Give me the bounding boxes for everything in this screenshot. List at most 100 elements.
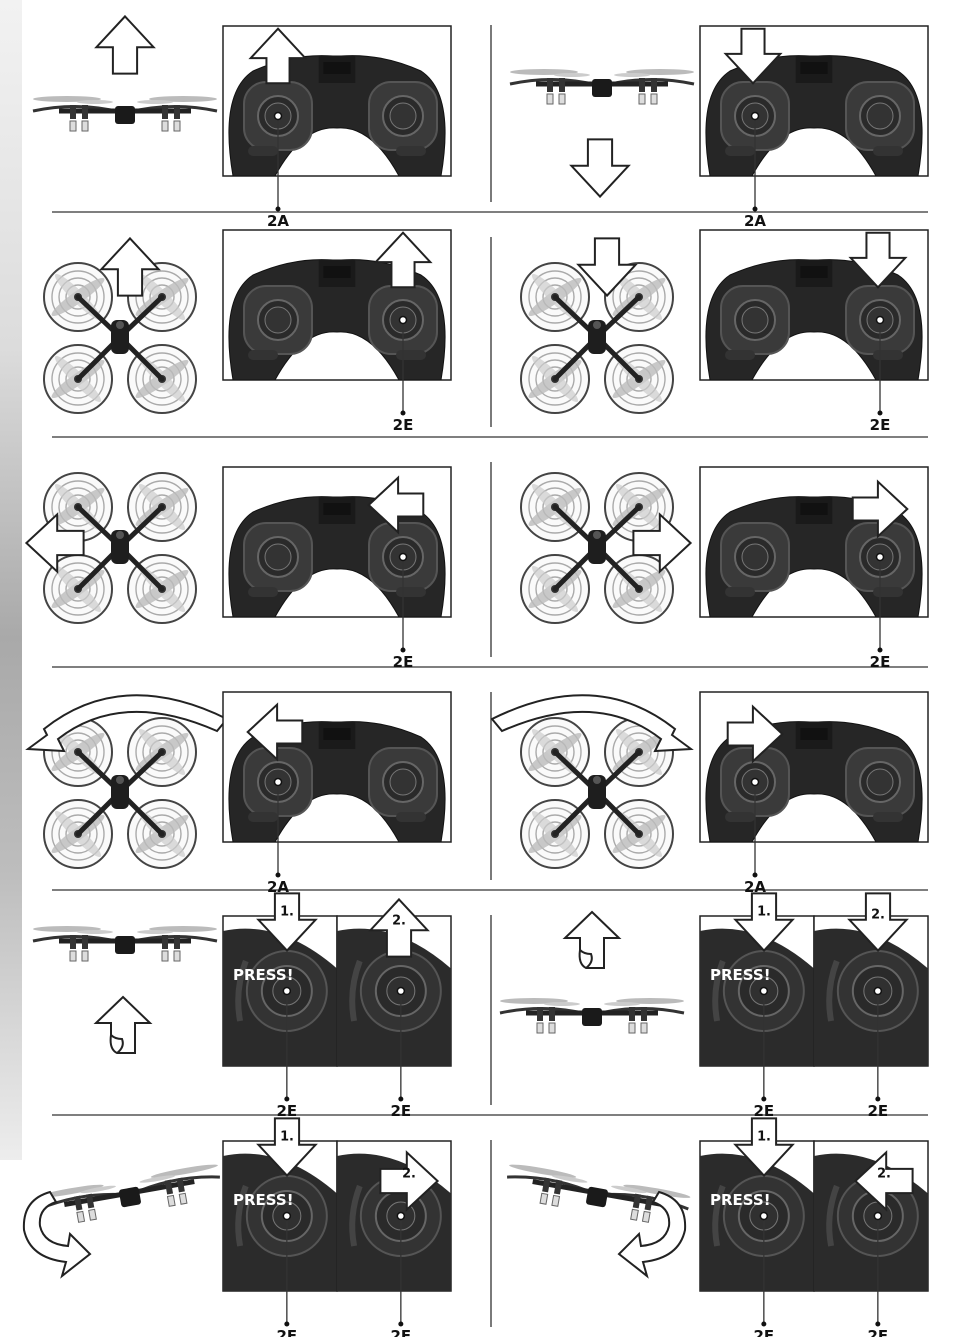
joystick <box>721 523 789 591</box>
controller-full-view: 2A <box>223 26 451 230</box>
panel-rotate-right: 2A <box>492 692 928 896</box>
panel-forward: 2E <box>44 230 451 434</box>
callout-end-dot <box>276 207 281 212</box>
controller-closeup: 2E 2. <box>337 899 451 1120</box>
controller-full-view: 2E <box>700 467 928 671</box>
callout-start-dot <box>397 1213 404 1220</box>
step-2-label: 2. <box>877 1167 891 1182</box>
drone-top-view <box>44 718 196 868</box>
shoulder-button <box>396 146 426 156</box>
press-label: PRESS! <box>233 1191 294 1209</box>
panel-backward: 2E <box>521 230 928 434</box>
rotate-left-arrow-icon <box>28 695 227 751</box>
callout-end-dot <box>398 1097 403 1102</box>
panel-flip-backward: 2E PRESS! 1. 2E 2. <box>500 893 928 1120</box>
joystick <box>244 523 312 591</box>
shoulder-button <box>725 812 755 822</box>
controller-closeup: 2E 2. <box>814 893 928 1120</box>
callout-start-dot <box>400 554 407 561</box>
callout-start-dot <box>283 1213 290 1220</box>
shoulder-button <box>873 146 903 156</box>
shoulder-button <box>873 587 903 597</box>
shoulder-button <box>873 350 903 360</box>
callout-start-dot <box>874 1213 881 1220</box>
stick-label: 2E <box>393 416 414 434</box>
shoulder-button <box>725 350 755 360</box>
callout-end-dot <box>753 207 758 212</box>
stick-label: 2A <box>267 212 289 230</box>
shoulder-button <box>248 146 278 156</box>
shoulder-button <box>248 350 278 360</box>
callout-end-dot <box>284 1322 289 1327</box>
stick-label: 2E <box>390 1102 411 1120</box>
joystick <box>369 82 437 150</box>
callout-start-dot <box>760 1213 767 1220</box>
callout-end-dot <box>875 1097 880 1102</box>
panel-rotate-left: 2A <box>28 692 451 896</box>
step-1-label: 1. <box>757 1129 771 1144</box>
step-2-label: 2. <box>871 908 885 923</box>
drone-direction-arrow-icon <box>96 16 153 73</box>
stick-label: 2E <box>753 1102 774 1120</box>
callout-end-dot <box>878 648 883 653</box>
stick-label: 2E <box>753 1327 774 1337</box>
panel-flip-forward: 2E PRESS! 1. 2E 2. <box>33 893 451 1120</box>
callout-start-dot <box>275 113 282 120</box>
shoulder-button <box>396 812 426 822</box>
press-label: PRESS! <box>233 966 294 984</box>
controller-full-view: 2A <box>223 692 451 896</box>
callout-start-dot <box>275 779 282 786</box>
callout-start-dot <box>400 317 407 324</box>
step-2-label: 2. <box>402 1167 416 1182</box>
controller-full-view: 2E <box>223 230 451 434</box>
callout-end-dot <box>284 1097 289 1102</box>
flip-arrow-icon <box>565 912 619 968</box>
callout-end-dot <box>401 411 406 416</box>
stick-label: 2E <box>870 416 891 434</box>
callout-end-dot <box>761 1097 766 1102</box>
joystick <box>846 82 914 150</box>
joystick <box>721 286 789 354</box>
controller-full-view: 2A <box>700 692 928 896</box>
controller-full-view: 2E <box>223 467 451 671</box>
press-label: PRESS! <box>710 1191 771 1209</box>
drone-direction-arrow-icon <box>571 139 628 196</box>
panel-left: 2E <box>26 467 451 671</box>
callout-start-dot <box>752 113 759 120</box>
step-2-label: 2. <box>392 914 406 929</box>
panel-flip-left: 2E PRESS! 1. 2E 2. <box>504 1118 928 1337</box>
stick-label: 2E <box>867 1327 888 1337</box>
step-1-label: 1. <box>280 904 294 919</box>
callout-end-dot <box>276 873 281 878</box>
step-1-label: 1. <box>280 1129 294 1144</box>
controller-closeup: 2E2. <box>337 1141 451 1337</box>
drone-side-view <box>510 69 694 104</box>
press-label: PRESS! <box>710 966 771 984</box>
panel-descend: 2A <box>510 26 928 230</box>
callout-start-dot <box>877 554 884 561</box>
shoulder-button <box>396 587 426 597</box>
shoulder-button <box>725 587 755 597</box>
controller-full-view: 2E <box>700 230 928 434</box>
stick-label: 2A <box>744 212 766 230</box>
controller-full-view: 2A <box>700 26 928 230</box>
callout-end-dot <box>401 648 406 653</box>
shoulder-button <box>248 587 278 597</box>
callout-end-dot <box>761 1322 766 1327</box>
callout-start-dot <box>283 988 290 995</box>
joystick <box>244 286 312 354</box>
stick-label: 2E <box>867 1102 888 1120</box>
step-1-label: 1. <box>757 904 771 919</box>
callout-start-dot <box>874 988 881 995</box>
drone-side-view <box>33 926 217 961</box>
callout-start-dot <box>877 317 884 324</box>
shoulder-button <box>396 350 426 360</box>
flip-arrow-icon <box>96 997 150 1053</box>
joystick <box>369 748 437 816</box>
shoulder-button <box>248 812 278 822</box>
callout-end-dot <box>753 873 758 878</box>
